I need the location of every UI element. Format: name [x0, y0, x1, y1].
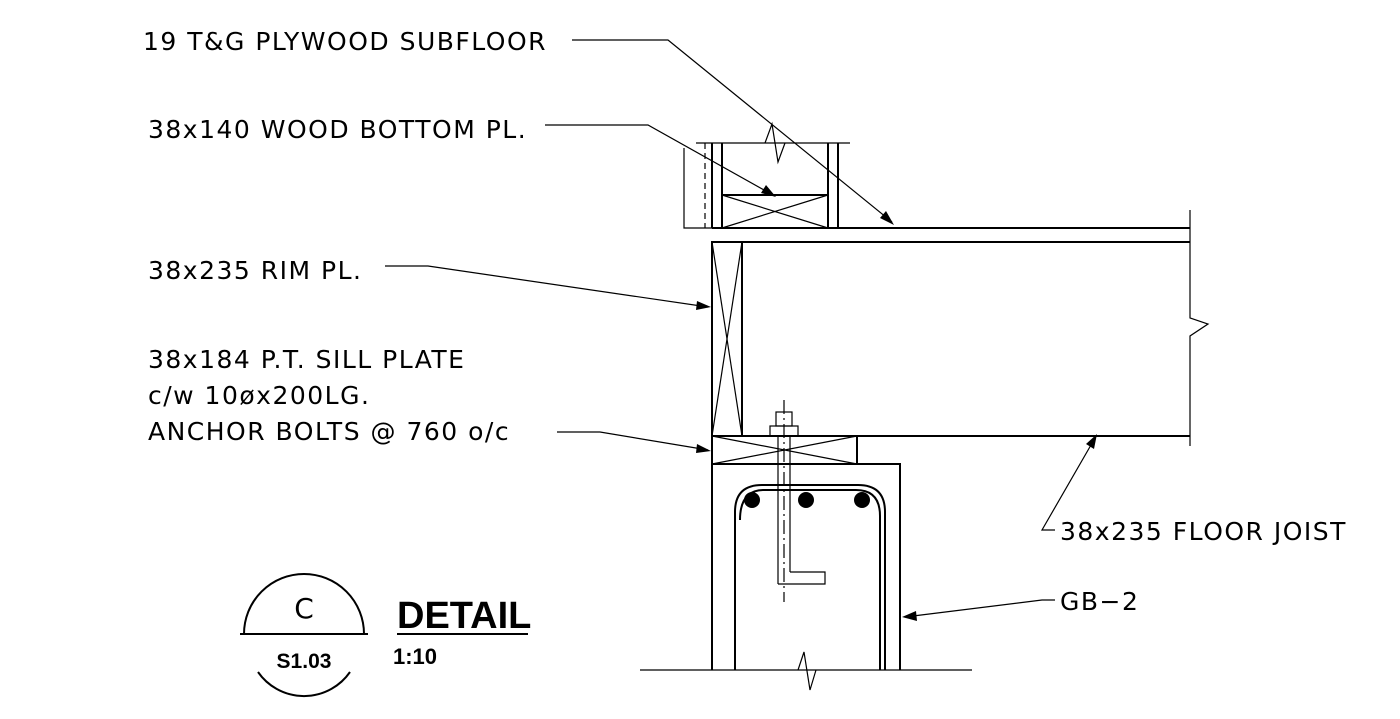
label-subfloor: 19 T&G PLYWOOD SUBFLOOR [143, 27, 547, 56]
anchor-bolt [769, 400, 826, 602]
rebar-dot [798, 492, 814, 508]
label-grade-beam: GB−2 [1060, 587, 1139, 616]
label-rim-plate: 38x235 RIM PL. [148, 256, 362, 285]
detail-title-block: DETAIL 1:10 [393, 595, 531, 669]
label-sill-plate: 38x184 P.T. SILL PLATE [148, 345, 465, 374]
detail-title: DETAIL [397, 595, 531, 637]
label-sill-bolts: c/w 10øx200LG. [148, 381, 370, 410]
rebar-dot [854, 492, 870, 508]
subfloor [712, 227, 1190, 243]
detail-sheet: S1.03 [277, 650, 332, 673]
detail-bubble: C S1.03 [240, 573, 368, 698]
label-sill-spacing: ANCHOR BOLTS @ 760 o/c [148, 417, 510, 446]
rebar-dot [744, 492, 760, 508]
leader-lines [385, 39, 1097, 621]
detail-scale: 1:10 [393, 644, 437, 669]
floor-joist [742, 210, 1210, 446]
label-bottom-plate: 38x140 WOOD BOTTOM PL. [148, 115, 527, 144]
rim-plate [711, 241, 743, 437]
grade-beam [640, 463, 972, 691]
label-floor-joist: 38x235 FLOOR JOIST [1060, 517, 1347, 546]
wall-framing [683, 121, 850, 229]
bottom-plate [721, 194, 829, 229]
detail-letter: C [294, 592, 314, 625]
